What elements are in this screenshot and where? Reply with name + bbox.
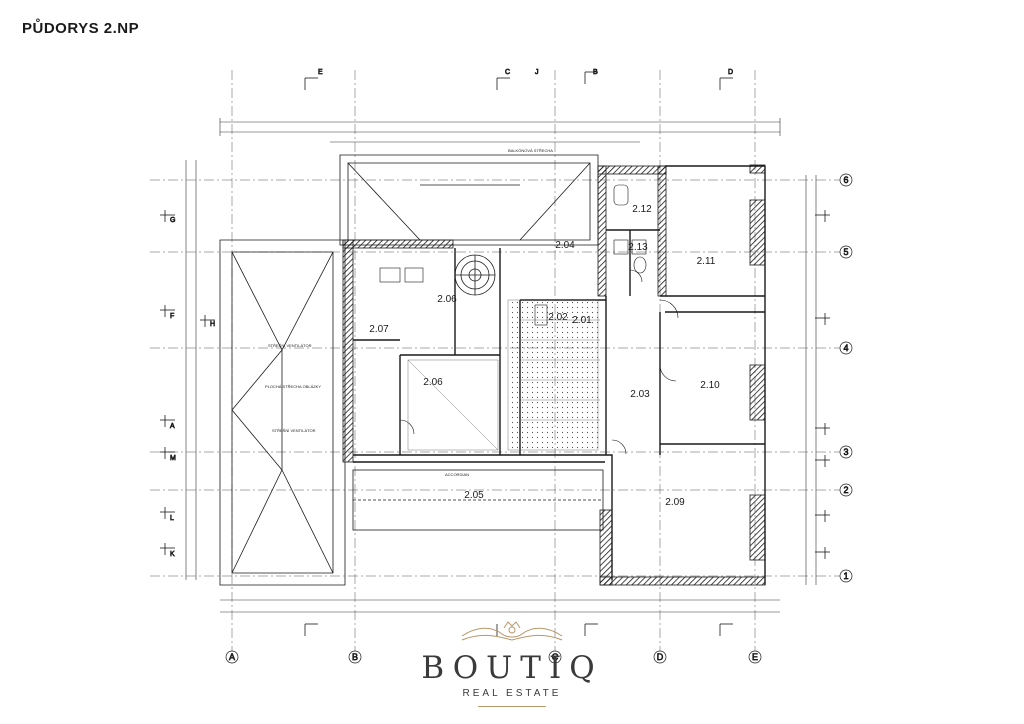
brand-underline xyxy=(478,706,546,707)
balcony-note: BALKÓNOVÁ STŘECHA xyxy=(508,148,553,153)
axis-bubble-bottom-label: D xyxy=(657,652,664,662)
axis-bubble-bottom-label: C xyxy=(552,652,559,662)
room-label: 2.09 xyxy=(665,497,685,508)
axis-bubble-bottom-label: E xyxy=(752,652,758,662)
roof-top xyxy=(339,154,599,246)
crown-ornament-icon xyxy=(461,621,563,641)
section-letter-left: A xyxy=(170,423,175,430)
door-swings xyxy=(399,269,679,455)
roof-note: PLOCHÁ STŘECHA OBLÁZKY xyxy=(265,384,321,389)
room-label: 2.11 xyxy=(697,256,716,267)
section-letter-left: F xyxy=(170,313,174,320)
axis-grid xyxy=(150,70,840,655)
section-letter-top: C xyxy=(505,69,510,76)
axis-bubble-right xyxy=(839,569,853,583)
room-label: 2.12 xyxy=(632,204,652,215)
axis-bubble-bottom xyxy=(653,650,667,664)
axis-bubble-bottom xyxy=(348,650,362,664)
room-label: 2.06 xyxy=(423,377,443,388)
roof-left xyxy=(219,239,346,586)
axis-bubble-right xyxy=(839,245,853,259)
room-label: 2.13 xyxy=(628,242,648,253)
room-label: 2.05 xyxy=(464,490,484,501)
axis-bubble-right-label: 1 xyxy=(843,571,848,581)
room-label: 2.03 xyxy=(630,389,650,400)
axis-bubble-bottom-label: A xyxy=(229,652,235,662)
axis-bubble-right xyxy=(839,445,853,459)
section-letter-top: E xyxy=(318,69,323,76)
axis-bubble-right-label: 2 xyxy=(843,485,848,495)
axis-bubble-right xyxy=(839,483,853,497)
room-label: 2.04 xyxy=(555,240,575,251)
dimension-lines xyxy=(185,118,817,613)
bathroom-fixtures xyxy=(379,184,647,326)
brand-name: BOUTIQ xyxy=(421,650,603,686)
axis-bubble-right-label: 5 xyxy=(843,247,848,257)
section-letter-top: B xyxy=(593,69,598,76)
axis-bubble-right xyxy=(839,341,853,355)
stair-zone xyxy=(407,299,600,451)
room-label: 2.07 xyxy=(369,324,389,335)
section-marks-side xyxy=(160,210,830,559)
room-label: 2.01 xyxy=(572,315,592,326)
section-letter-left: L xyxy=(170,515,174,522)
section-letter-top: J xyxy=(535,69,539,76)
vent-note: STŘEŠNÍ VENTILÁTOR xyxy=(272,428,316,433)
vent-note: STŘEŠNÍ VENTILÁTOR xyxy=(268,343,312,348)
balcony-area xyxy=(352,469,604,531)
brand-tagline: REAL ESTATE xyxy=(462,688,562,699)
accordion-note: ACCORDIAN xyxy=(445,472,469,477)
axis-bubble-right-label: 4 xyxy=(843,343,848,353)
room-labels: 2.01 2.02 2.03 2.04 2.05 2.06 2.06 2.07 … xyxy=(369,204,720,508)
axis-bubble-bottom xyxy=(548,650,562,664)
axis-bubble-right-label: 6 xyxy=(843,175,848,185)
axis-bubble-bottom-label: B xyxy=(352,652,358,662)
plan-notes: PLOCHÁ STŘECHA OBLÁZKY STŘEŠNÍ VENTILÁTO… xyxy=(265,148,553,477)
axis-bubble-bottom xyxy=(225,650,239,664)
room-label: 2.02 xyxy=(548,312,568,323)
axis-bubble-right-label: 3 xyxy=(843,447,848,457)
axis-bubble-right xyxy=(839,173,853,187)
section-marks-top xyxy=(304,71,733,636)
section-letter-left: M xyxy=(170,455,176,462)
spiral-stair xyxy=(454,254,496,296)
section-letter-top: D xyxy=(728,69,733,76)
room-label: 2.06 xyxy=(437,294,457,305)
page-title: PŮDORYS 2.NP xyxy=(22,20,140,37)
brand-logo: BOUTIQ REAL ESTATE xyxy=(412,618,612,718)
section-letter-left: G xyxy=(170,217,175,224)
section-letter-left: H xyxy=(210,321,215,328)
section-letter-left: K xyxy=(170,551,175,558)
axis-bubble-bottom xyxy=(748,650,762,664)
room-label: 2.10 xyxy=(700,380,720,391)
